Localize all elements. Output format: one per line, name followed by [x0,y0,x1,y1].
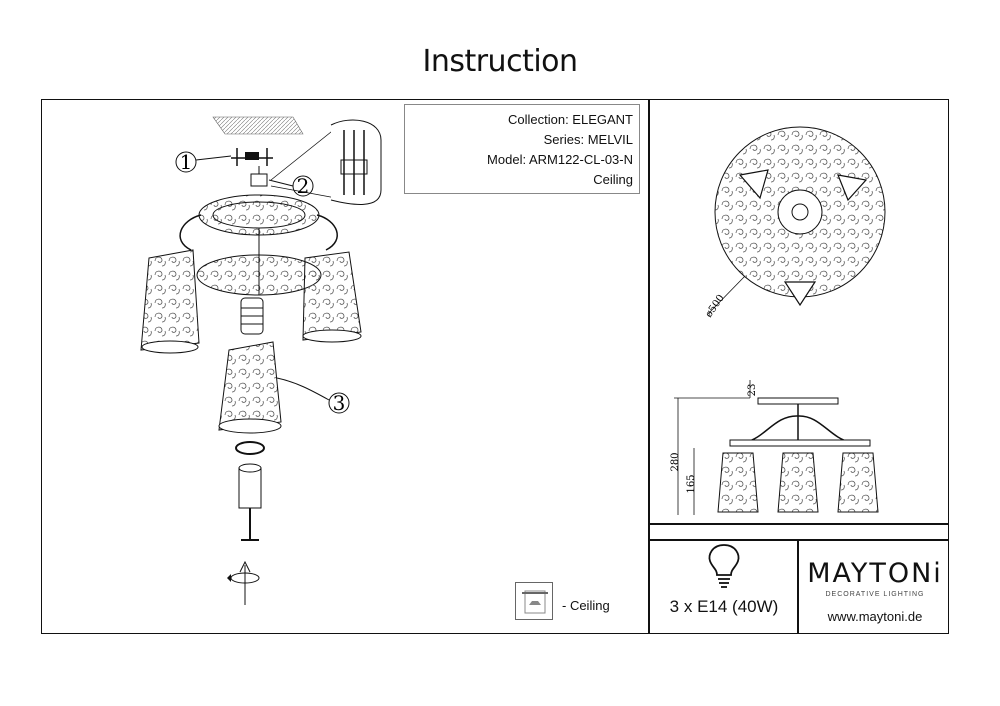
callout-3-label: 3 [333,391,346,415]
side-shade-left [717,452,759,513]
product-info-box: Collection: ELEGANT Series: MELVIL Model… [404,104,640,194]
shade-center [218,341,282,431]
dim-diameter-label: ø500 [703,293,726,320]
callout-2-label: 2 [297,174,310,198]
side-view-drawing: 23 280 165 [670,380,879,515]
divider-vertical-brand [797,539,799,634]
divider-horizontal-bottom [648,523,949,525]
shade-right [302,251,362,341]
mount-text: Ceiling [593,172,633,187]
brand-logo: MAYTONi [807,558,943,589]
assembly-exploded-drawing: 1 2 3 [140,116,382,605]
dim-total-label: 280 [670,452,681,471]
brand-tagline: DECORATIVE LIGHTING [825,591,925,598]
instruction-frame [41,99,949,634]
collection-text: Collection: ELEGANT [508,112,633,127]
bulb-spec-text: 3 x E14 (40W) [669,597,779,616]
top-view-drawing: ø500 [703,126,886,320]
website-link[interactable]: www.maytoni.de [827,609,923,624]
dim-shade-label: 165 [686,474,697,493]
ceiling-mount-icon [515,582,553,620]
rotate-arrow-icon [227,560,260,605]
side-shade-right [837,452,879,513]
model-text: Model: ARM122-CL-03-N [487,152,633,167]
legend-ceiling-text: - Ceiling [562,598,610,613]
divider-horizontal-bottom-2 [648,539,949,541]
divider-vertical-main [648,99,650,634]
series-text: Series: MELVIL [543,132,633,147]
callout-1-label: 1 [180,150,193,174]
side-shade-center [777,452,819,513]
mounting-bracket [231,148,273,166]
page-title: Instruction [422,44,578,79]
dim-top-label: 23 [747,384,758,397]
bulb-icon [708,544,740,588]
shade-left [140,249,200,351]
